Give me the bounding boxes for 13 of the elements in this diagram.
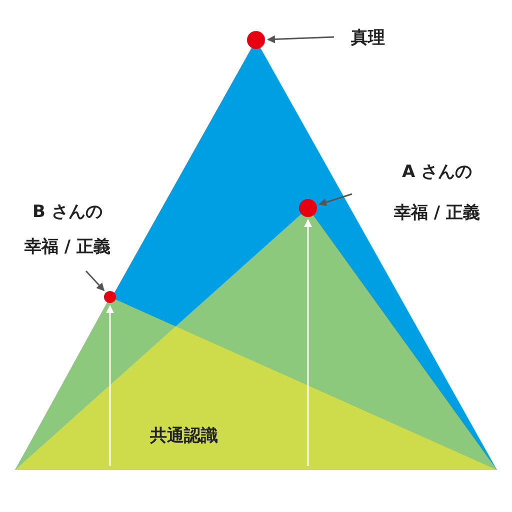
point-dot bbox=[299, 199, 317, 217]
point-dot bbox=[104, 291, 116, 303]
arrow bbox=[304, 219, 312, 466]
region-label: 共通認識 bbox=[150, 425, 218, 447]
leader-line bbox=[267, 35, 334, 44]
person-label: A さんの bbox=[400, 161, 474, 183]
concept-label: 幸福 / 正義 bbox=[23, 236, 112, 258]
concept-label: 真理 bbox=[350, 27, 386, 49]
arrow bbox=[106, 305, 114, 466]
leader-line bbox=[85, 270, 105, 292]
point-dot bbox=[247, 31, 265, 49]
concept-label: 幸福 / 正義 bbox=[392, 202, 482, 224]
person-label: B さんの bbox=[32, 201, 104, 223]
